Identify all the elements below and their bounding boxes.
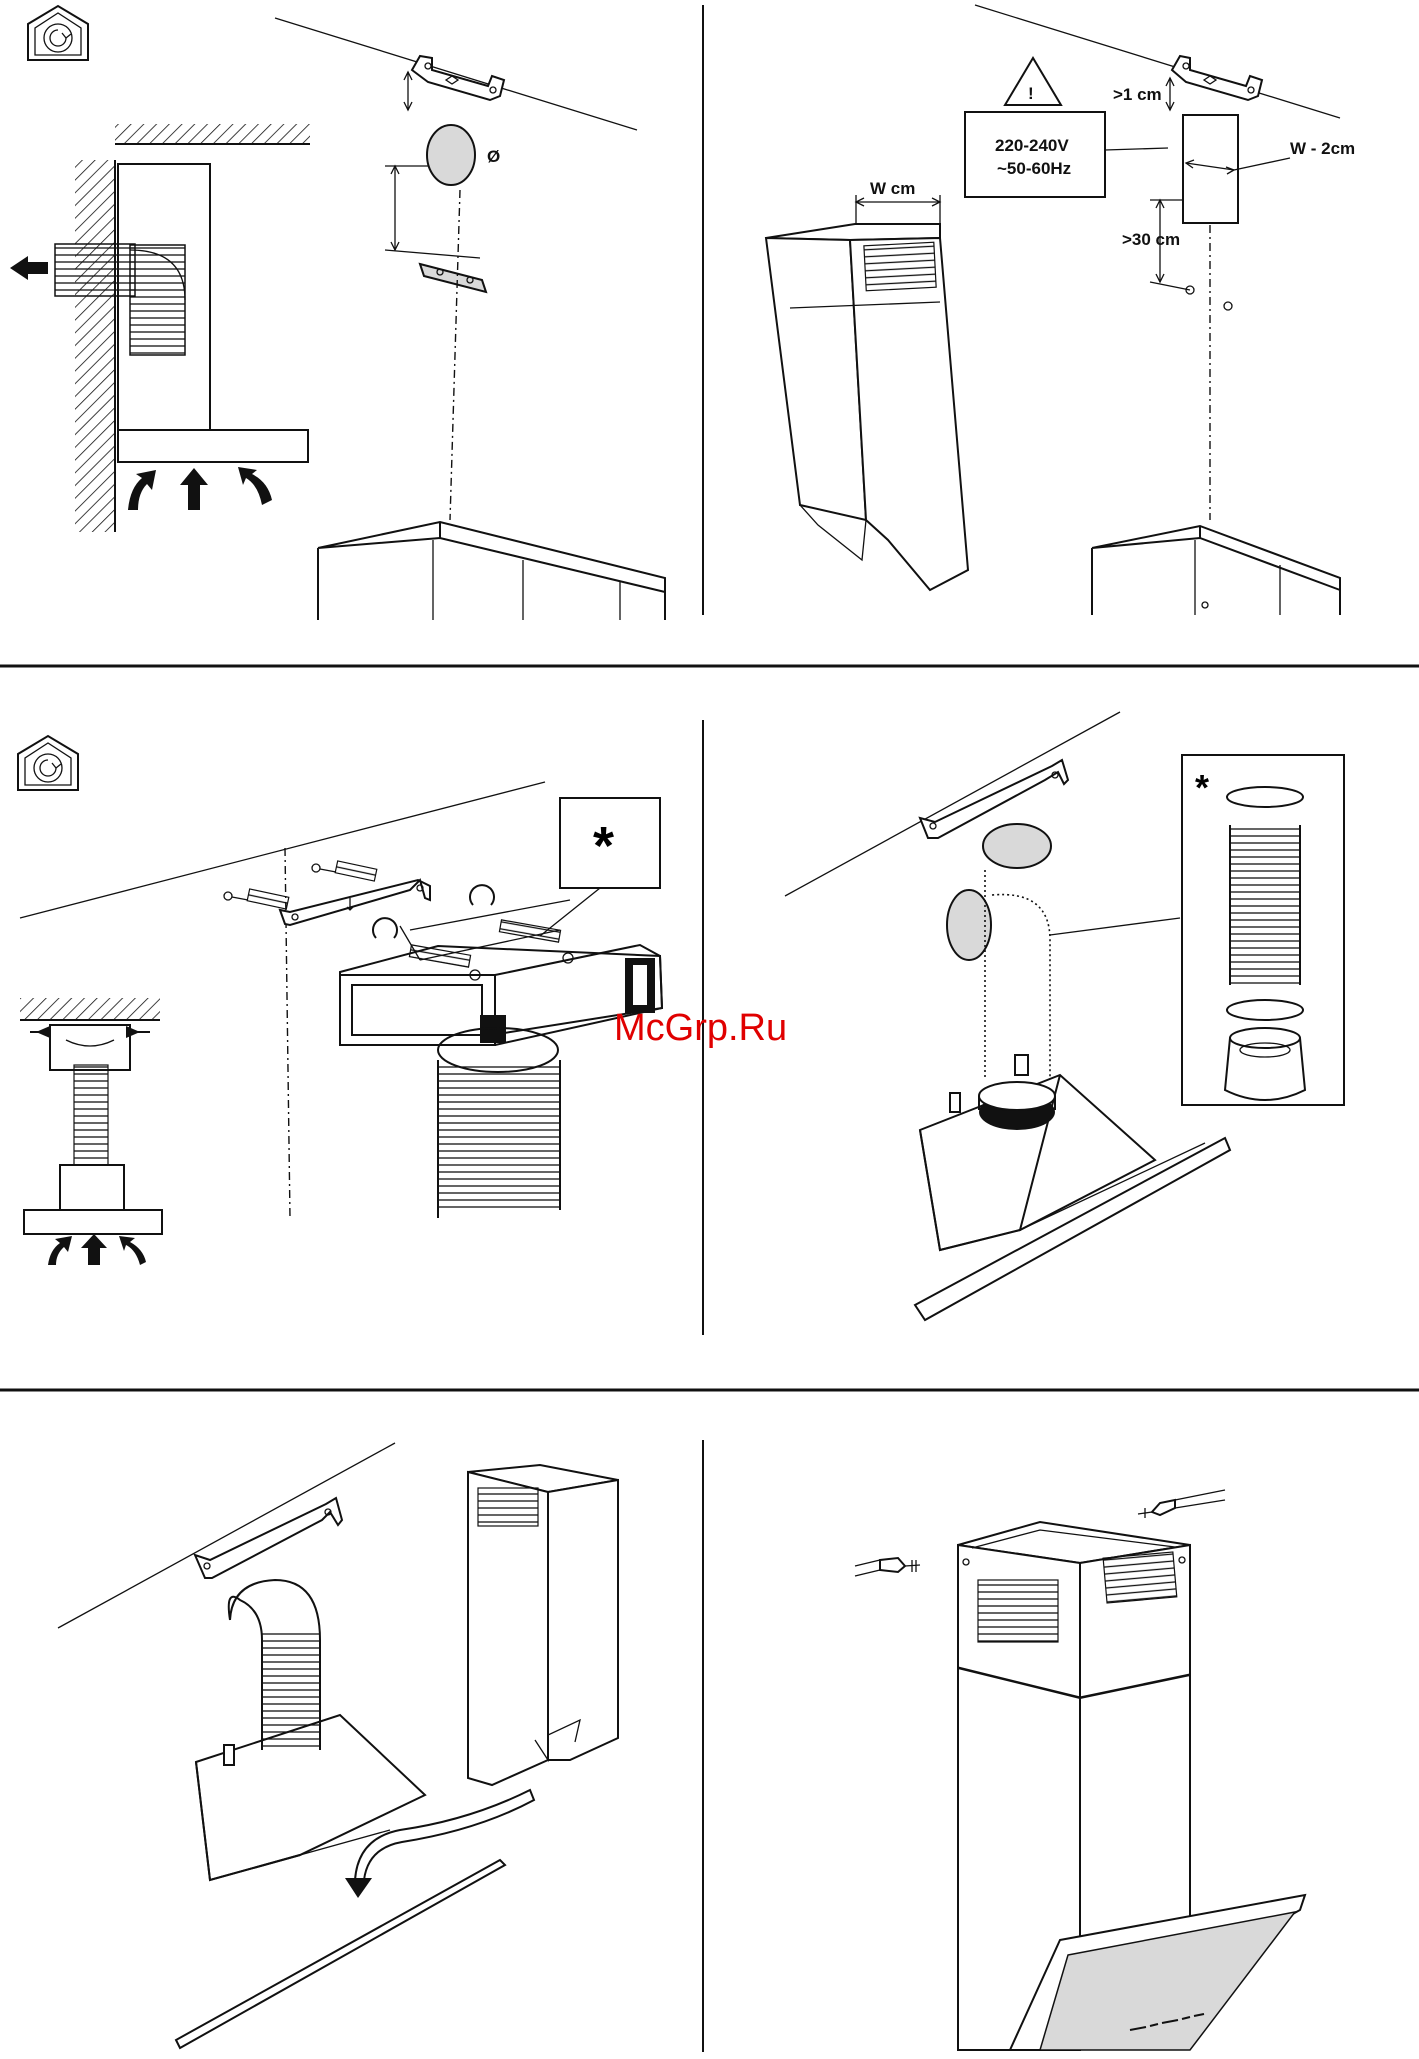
glass-panel	[176, 1860, 505, 2048]
cabinet-unit	[318, 522, 665, 620]
optional-marker: *	[593, 816, 614, 876]
lower-bracket	[420, 264, 486, 292]
ceiling-hatch	[115, 124, 310, 144]
wall-plug-screw	[224, 889, 289, 909]
ceiling-hatch	[20, 998, 160, 1020]
recirculation-house-icon	[18, 736, 78, 790]
panel-dimensions: W cm ! 220-240V ~50-60Hz >1 cm W - 2cm	[766, 5, 1355, 615]
screwdriver-icon	[1138, 1490, 1225, 1518]
optional-marker: *	[1195, 767, 1209, 808]
vent-grille	[864, 242, 936, 291]
wall-plug-screw	[312, 861, 377, 881]
warning-glyph: !	[1028, 84, 1034, 103]
hood-small	[24, 1210, 162, 1234]
flex-duct	[1230, 825, 1300, 985]
duct-hole	[427, 125, 475, 185]
cabinet-unit	[1092, 526, 1340, 615]
panel-recirculation-deflector: *	[18, 736, 662, 1265]
panel-duct-adapter: *	[785, 712, 1344, 1320]
panel-secure-chimney	[855, 1490, 1305, 2050]
electrical-warning: ! 220-240V ~50-60Hz	[965, 58, 1168, 197]
flex-duct	[130, 245, 185, 355]
flex-duct	[262, 1630, 320, 1750]
flex-duct-small	[74, 1065, 108, 1165]
ceiling-edge-line	[275, 18, 637, 130]
diameter-symbol: Ø	[487, 147, 500, 166]
recirculation-house-icon	[28, 6, 88, 60]
intake-arrow-icon	[128, 470, 156, 510]
ceiling-bracket	[280, 880, 430, 925]
wall-hatch	[75, 160, 115, 532]
wall-bracket	[412, 56, 504, 100]
ceiling-edge-line	[785, 712, 1120, 896]
deflector-small	[50, 1025, 130, 1070]
center-line	[450, 190, 460, 520]
duct-hole-top	[983, 824, 1051, 868]
flex-duct	[438, 1065, 560, 1210]
frequency-label: ~50-60Hz	[997, 159, 1071, 178]
wall-bracket	[920, 760, 1068, 838]
gap-bottom-label: >30 cm	[1122, 230, 1180, 249]
watermark: McGrp.Ru	[614, 1007, 787, 1049]
inner-width-label: W - 2cm	[1290, 139, 1355, 158]
intake-arrow-icon	[180, 468, 208, 510]
hood-canopy	[118, 430, 308, 462]
screwdriver-icon	[855, 1558, 920, 1576]
wall-duct	[55, 244, 135, 296]
panel-fit-chimney	[58, 1443, 618, 2048]
gap-top-label: >1 cm	[1113, 85, 1162, 104]
chimney-front	[766, 238, 866, 520]
exhaust-arrow-icon	[10, 256, 48, 280]
intake-arrow-icon	[238, 467, 272, 505]
ceiling-edge-line	[58, 1443, 395, 1628]
vent-grille	[978, 1580, 1058, 1642]
vent-grille	[478, 1488, 538, 1526]
voltage-label: 220-240V	[995, 136, 1069, 155]
width-label: W cm	[870, 179, 915, 198]
panel-ducted-exhaust: Ø	[10, 6, 665, 620]
wall-bracket	[195, 1498, 342, 1578]
chimney-side	[548, 1480, 618, 1760]
